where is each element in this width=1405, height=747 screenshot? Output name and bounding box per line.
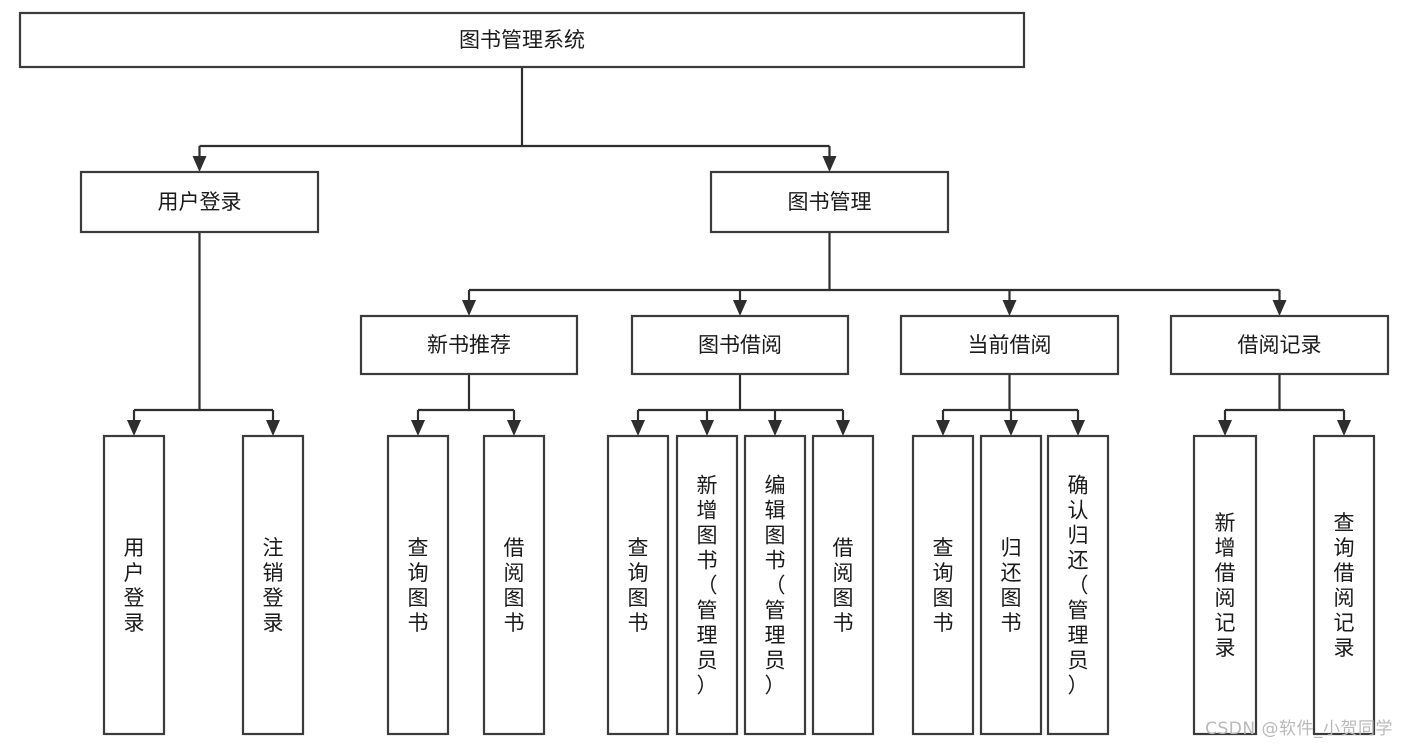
node-leaf-query-book-current-label: 查询图书	[933, 536, 954, 635]
edge-group-new-book-rec	[411, 374, 521, 436]
edge-group-current-borrow	[936, 374, 1085, 436]
node-leaf-query-book-current[interactable]: 查询图书	[911, 434, 975, 736]
node-leaf-return-book[interactable]: 归还图书	[979, 434, 1043, 736]
arrowhead-icon	[836, 420, 850, 436]
node-leaf-add-record-box	[1192, 434, 1258, 736]
node-leaf-query-record[interactable]: 查询借阅记录	[1312, 434, 1376, 736]
node-book-borrow[interactable]: 图书借阅	[630, 314, 850, 376]
arrowhead-icon	[1002, 300, 1017, 316]
node-leaf-confirm-return-box	[1046, 434, 1110, 736]
node-leaf-query-book-rec-label: 查询图书	[408, 536, 429, 635]
arrowhead-icon	[462, 300, 476, 316]
arrowhead-icon	[1004, 420, 1018, 436]
node-leaf-query-record-box	[1312, 434, 1376, 736]
node-new-book-rec-label: 新书推荐	[427, 333, 511, 357]
edge-group-book-manage	[462, 232, 1287, 316]
node-root-label: 图书管理系统	[459, 28, 585, 52]
node-leaf-borrow-book[interactable]: 借阅图书	[811, 434, 875, 736]
arrowhead-icon	[822, 156, 837, 172]
node-leaf-borrow-book-label: 借阅图书	[833, 536, 854, 635]
node-leaf-query-book-borrow-label: 查询图书	[628, 536, 649, 635]
node-leaf-borrow-book-rec-label: 借阅图书	[504, 536, 525, 635]
connector-layer	[127, 67, 1351, 436]
node-leaf-add-book-label: 新增图书（管理员）	[697, 474, 718, 698]
node-root-box	[18, 11, 1026, 69]
node-current-borrow-box	[899, 314, 1120, 376]
node-root[interactable]: 图书管理系统	[18, 11, 1026, 69]
node-leaf-user-logout[interactable]: 注销登录	[241, 434, 305, 736]
node-book-manage[interactable]: 图书管理	[709, 170, 950, 234]
node-leaf-query-book-borrow-box	[606, 434, 670, 736]
arrowhead-icon	[1071, 420, 1085, 436]
node-leaf-query-book-rec-box	[386, 434, 450, 736]
edge-group-borrow-record	[1218, 374, 1351, 436]
arrowhead-icon	[733, 300, 747, 316]
node-leaf-edit-book-box	[743, 434, 807, 736]
node-leaf-user-login[interactable]: 用户登录	[102, 434, 166, 736]
node-borrow-record-label: 借阅记录	[1238, 333, 1322, 357]
node-leaf-add-record-label: 新增借阅记录	[1215, 511, 1236, 660]
node-leaf-confirm-return[interactable]: 确认归还（管理员）	[1046, 434, 1110, 736]
node-leaf-confirm-return-label: 确认归还（管理员）	[1068, 474, 1089, 698]
node-user-login[interactable]: 用户登录	[79, 170, 320, 234]
node-leaf-edit-book-label: 编辑图书（管理员）	[765, 474, 786, 698]
arrowhead-icon	[936, 420, 950, 436]
arrowhead-icon	[1272, 300, 1287, 316]
node-book-manage-label: 图书管理	[788, 190, 872, 214]
node-new-book-rec[interactable]: 新书推荐	[359, 314, 579, 376]
arrowhead-icon	[631, 420, 645, 436]
node-leaf-add-book-box	[675, 434, 739, 736]
node-leaf-return-book-label: 归还图书	[1001, 536, 1022, 635]
node-current-borrow[interactable]: 当前借阅	[899, 314, 1120, 376]
node-leaf-borrow-book-rec-box	[482, 434, 546, 736]
arrowhead-icon	[768, 420, 782, 436]
node-book-borrow-box	[630, 314, 850, 376]
arrowhead-icon	[1337, 420, 1351, 436]
arrowhead-icon	[1218, 420, 1232, 436]
node-leaf-borrow-book-box	[811, 434, 875, 736]
node-layer: 图书管理系统用户登录图书管理新书推荐图书借阅当前借阅借阅记录用户登录注销登录查询…	[18, 11, 1390, 736]
node-leaf-user-login-box	[102, 434, 166, 736]
watermark: CSDN @软件_小贺同学	[1205, 719, 1393, 739]
node-leaf-query-book-rec[interactable]: 查询图书	[386, 434, 450, 736]
edge-group-root	[192, 67, 837, 172]
arrowhead-icon	[507, 420, 521, 436]
node-leaf-add-record[interactable]: 新增借阅记录	[1192, 434, 1258, 736]
node-book-borrow-label: 图书借阅	[698, 333, 782, 357]
arrowhead-icon	[411, 420, 425, 436]
node-borrow-record[interactable]: 借阅记录	[1169, 314, 1390, 376]
edge-group-user-login	[127, 232, 280, 436]
node-leaf-borrow-book-rec[interactable]: 借阅图书	[482, 434, 546, 736]
node-book-manage-box	[709, 170, 950, 234]
node-user-login-label: 用户登录	[158, 190, 242, 214]
node-leaf-user-logout-box	[241, 434, 305, 736]
node-leaf-return-book-box	[979, 434, 1043, 736]
node-leaf-user-logout-label: 注销登录	[263, 536, 284, 635]
node-leaf-query-book-current-box	[911, 434, 975, 736]
node-user-login-box	[79, 170, 320, 234]
node-new-book-rec-box	[359, 314, 579, 376]
arrowhead-icon	[266, 420, 280, 436]
node-leaf-user-login-label: 用户登录	[124, 536, 145, 635]
node-borrow-record-box	[1169, 314, 1390, 376]
node-current-borrow-label: 当前借阅	[968, 333, 1052, 357]
node-leaf-query-book-borrow[interactable]: 查询图书	[606, 434, 670, 736]
node-leaf-add-book[interactable]: 新增图书（管理员）	[675, 434, 739, 736]
node-leaf-edit-book[interactable]: 编辑图书（管理员）	[743, 434, 807, 736]
arrowhead-icon	[192, 156, 207, 172]
arrowhead-icon	[127, 420, 141, 436]
arrowhead-icon	[700, 420, 714, 436]
edge-group-book-borrow	[631, 374, 850, 436]
node-leaf-query-record-label: 查询借阅记录	[1334, 511, 1355, 660]
